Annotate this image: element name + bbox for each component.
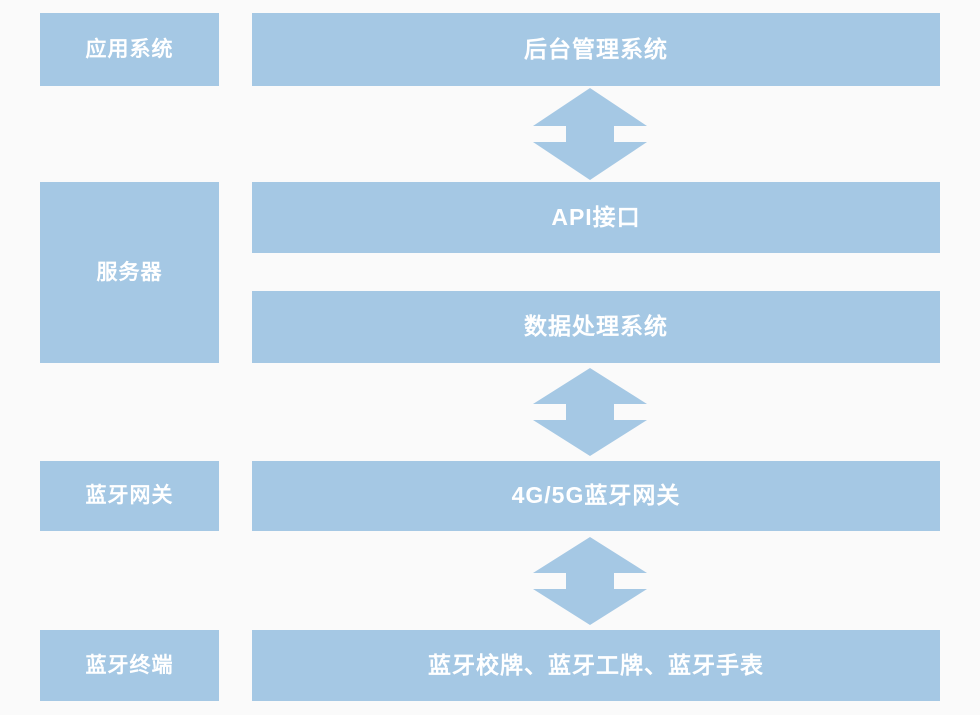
double-arrow-vertical-icon-server-gateway — [533, 368, 647, 456]
node-data-processing-system[interactable]: 数据处理系统 — [252, 291, 940, 363]
node-4g-5g-bluetooth-gateway[interactable]: 4G/5G蓝牙网关 — [252, 461, 940, 531]
layer-label-bluetooth-terminal: 蓝牙终端 — [40, 630, 219, 701]
layer-label-application: 应用系统 — [40, 13, 219, 86]
layer-label-server: 服务器 — [40, 182, 219, 363]
double-arrow-vertical-icon-app-server — [533, 88, 647, 180]
layer-label-bluetooth-gateway: 蓝牙网关 — [40, 461, 219, 531]
node-bluetooth-devices[interactable]: 蓝牙校牌、蓝牙工牌、蓝牙手表 — [252, 630, 940, 701]
double-arrow-vertical-icon-gateway-terminal — [533, 537, 647, 625]
node-backend-management-system[interactable]: 后台管理系统 — [252, 13, 940, 86]
node-api-interface[interactable]: API接口 — [252, 182, 940, 253]
